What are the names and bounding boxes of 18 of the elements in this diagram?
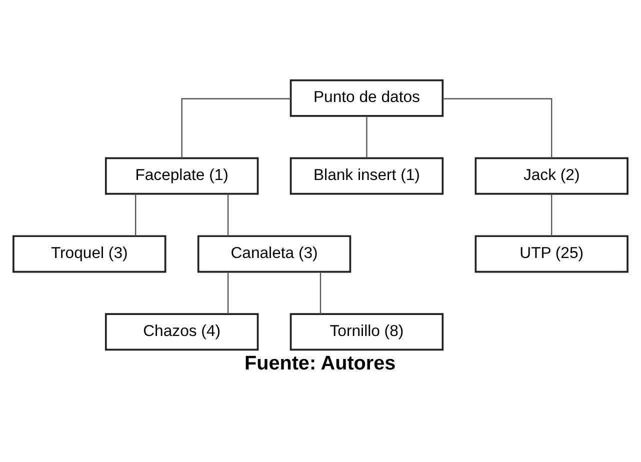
node-box: Faceplate (1) — [104, 156, 259, 194]
node-box: Jack (2) — [474, 156, 628, 194]
node-box: Blank insert (1) — [290, 156, 444, 194]
node-box: Punto de datos — [290, 78, 444, 116]
connector — [181, 98, 290, 158]
caption: Fuente: Autores — [244, 352, 396, 374]
connector — [366, 116, 368, 158]
node-box: Chazos (4) — [104, 312, 259, 350]
connector — [227, 194, 229, 236]
node-box: Canaleta (3) — [197, 234, 352, 272]
connector — [135, 194, 136, 236]
connector — [551, 194, 552, 236]
connector — [443, 98, 552, 158]
connector — [227, 272, 229, 314]
node-box: Tornillo (8) — [290, 312, 444, 350]
node-box: Troquel (3) — [12, 234, 166, 272]
connector — [320, 272, 322, 314]
node-box: UTP (25) — [474, 234, 628, 272]
